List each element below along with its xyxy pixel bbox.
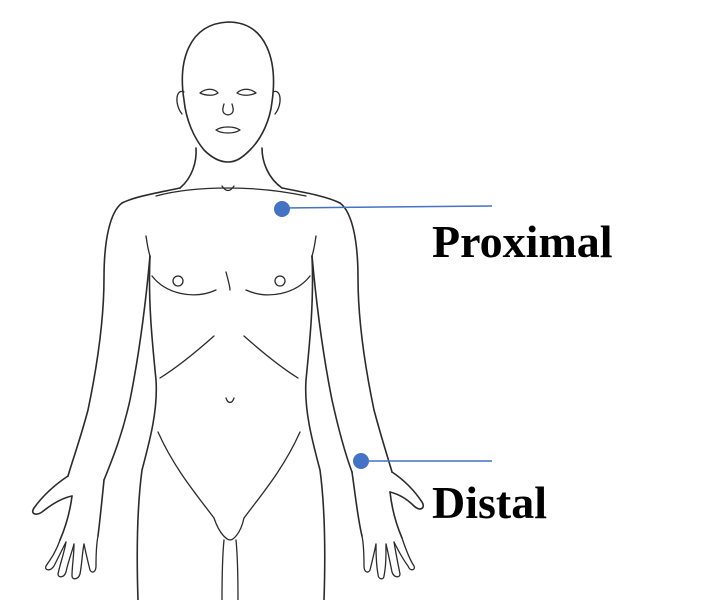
right-finger-4 — [362, 536, 376, 572]
right-arm-inner — [312, 256, 352, 472]
inner-leg-right — [236, 540, 238, 600]
left-pectoral — [152, 276, 216, 295]
right-finger-3 — [376, 544, 386, 579]
head-outline — [182, 22, 273, 162]
right-arm-outer — [340, 203, 392, 472]
left-pectoral-edge — [146, 236, 150, 256]
torso-right-side — [306, 256, 325, 600]
chest-center — [226, 272, 230, 290]
navel — [226, 398, 234, 403]
left-arm-inner — [104, 256, 150, 480]
right-nipple — [275, 276, 285, 286]
mouth — [216, 127, 240, 133]
left-rib-line — [160, 336, 214, 378]
right-hand — [352, 472, 423, 579]
right-thumb — [390, 472, 423, 509]
proximal-leader-line — [282, 206, 492, 208]
left-finger-3 — [72, 544, 84, 579]
torso-left-side — [137, 256, 156, 600]
left-arm-outer — [68, 203, 122, 476]
neck-shoulders — [122, 148, 340, 203]
left-eye — [200, 89, 218, 95]
right-ear — [273, 91, 280, 114]
distal-indicator — [353, 453, 492, 469]
left-groin — [158, 432, 214, 518]
right-groin — [244, 432, 300, 518]
left-palm — [60, 496, 72, 540]
right-eye — [237, 89, 256, 95]
head — [177, 22, 280, 162]
proximal-marker-dot — [274, 201, 290, 217]
left-arm — [68, 203, 150, 480]
shoulder-line-left — [122, 188, 180, 203]
right-finger-1 — [394, 538, 414, 570]
distal-marker-dot — [353, 453, 369, 469]
right-pectoral-edge — [312, 236, 316, 256]
inner-leg-left — [222, 540, 224, 600]
right-palm — [390, 492, 402, 538]
right-hand-outer — [352, 472, 362, 536]
neck-left — [180, 148, 196, 188]
proximal-label: Proximal — [432, 219, 613, 265]
left-thumb — [33, 476, 72, 514]
left-hand — [33, 476, 104, 579]
left-nipple — [173, 276, 183, 286]
left-hand-outer — [98, 480, 104, 536]
right-arm — [312, 203, 392, 472]
left-finger-4 — [84, 536, 98, 572]
crotch — [214, 518, 244, 540]
nose — [223, 104, 233, 115]
torso — [137, 256, 325, 600]
proximal-indicator — [274, 201, 492, 217]
shoulder-line-right — [282, 188, 340, 203]
neck-right — [262, 148, 282, 188]
distal-label: Distal — [432, 480, 547, 526]
right-finger-2 — [386, 542, 400, 577]
right-rib-line — [244, 336, 298, 378]
